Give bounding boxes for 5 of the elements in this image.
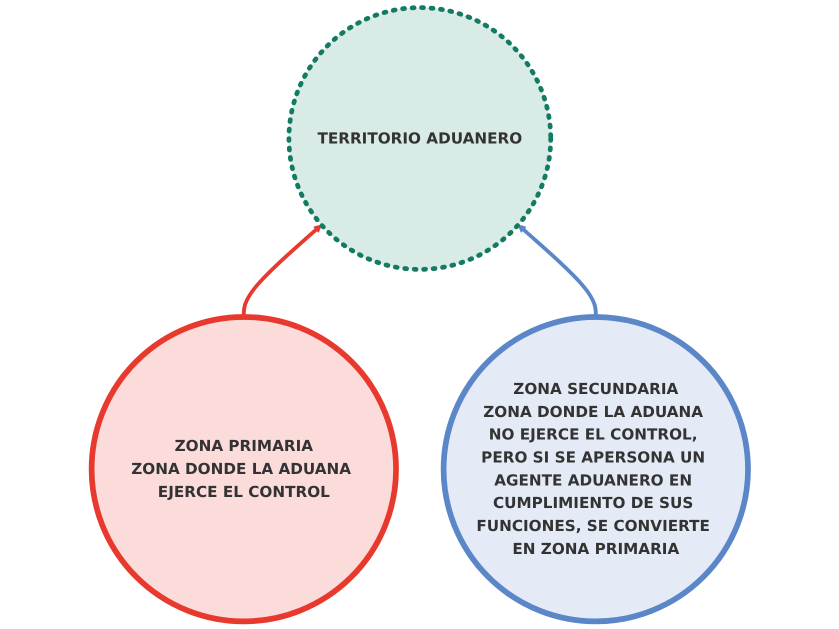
arrow — [242, 224, 322, 317]
node-circle: TERRITORIO ADUANERO — [286, 5, 553, 272]
node-circle: ZONA PRIMARIA ZONA DONDE LA ADUANA EJERCE EL CONTROL — [88, 314, 399, 624]
arrow — [517, 224, 598, 317]
node-circle: ZONA SECUNDARIA ZONA DONDE LA ADUANA NO EJERCE EL CONTROL, PERO SI SE APERSONA UN AGENTE ADUANERO EN CUMPLIMIENTO DE SUS FUNCIONES, SE CONVIERTE EN ZONA PRIMARIA — [440, 314, 751, 624]
